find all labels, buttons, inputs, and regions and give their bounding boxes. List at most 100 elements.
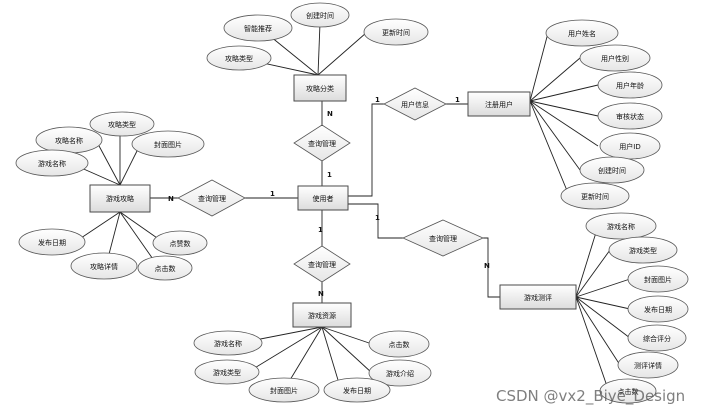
attribute-label: 游戏名称	[38, 159, 66, 168]
attribute-label: 点击数	[389, 340, 410, 349]
attr-guide-game-name[interactable]: 游戏名称	[15, 149, 89, 177]
entity-label: 攻略分类	[306, 84, 334, 93]
relationship-label: 查询管理	[308, 139, 336, 148]
attribute-label: 更新时间	[382, 28, 410, 37]
attr-user-id[interactable]: 用户ID	[599, 132, 661, 160]
relationship-label: 查询管理	[308, 260, 336, 269]
attribute-label: 发布日期	[38, 238, 66, 247]
attr-review-publish-date[interactable]: 发布日期	[627, 295, 689, 323]
attribute-label: 封面图片	[644, 275, 672, 284]
attr-category-updated-time[interactable]: 更新时间	[363, 18, 429, 46]
relationship-query-manage-bottom[interactable]: 查询管理	[293, 245, 351, 283]
entity-game-guide[interactable]: 游戏攻略	[89, 184, 151, 213]
entity-game-resource[interactable]: 游戏资源	[292, 302, 352, 328]
attr-review-details[interactable]: 测评详情	[617, 351, 679, 379]
attribute-label: 综合评分	[643, 334, 671, 343]
attr-resource-game-type[interactable]: 游戏类型	[194, 359, 260, 385]
attr-review-overall-score[interactable]: 综合评分	[627, 324, 687, 352]
attr-review-game-type[interactable]: 游戏类型	[608, 236, 678, 264]
entity-registered-user[interactable]: 注册用户	[467, 91, 531, 117]
cardinality-label: 1	[327, 171, 332, 179]
attribute-label: 攻略类型	[108, 120, 136, 129]
attribute-label: 攻略名称	[55, 136, 83, 145]
attribute-label: 攻略类型	[225, 54, 253, 63]
attr-guide-likes[interactable]: 点赞数	[152, 230, 208, 256]
attr-guide-type[interactable]: 攻略类型	[206, 45, 272, 71]
attribute-label: 用户ID	[619, 142, 640, 151]
attr-resource-game-intro[interactable]: 游戏介绍	[368, 359, 432, 387]
attr-guide-guide-type[interactable]: 攻略类型	[89, 111, 155, 137]
attribute-label: 发布日期	[343, 386, 371, 395]
attribute-label: 智能推荐	[244, 24, 272, 33]
attribute-label: 用户年龄	[616, 81, 644, 90]
entity-label: 注册用户	[485, 100, 513, 109]
attr-review-status[interactable]: 审核状态	[597, 102, 663, 130]
attribute-label: 游戏名称	[214, 339, 242, 348]
attr-user-updated-time[interactable]: 更新时间	[560, 182, 630, 210]
relationship-user-info[interactable]: 用户信息	[383, 87, 447, 121]
edges	[69, 22, 631, 390]
attr-user-age[interactable]: 用户年龄	[597, 71, 663, 99]
cardinality-label: 1	[455, 96, 460, 104]
cardinality-label: 1	[375, 214, 380, 222]
relationship-query-manage-right[interactable]: 查询管理	[402, 219, 484, 257]
attribute-label: 创建时间	[306, 11, 334, 20]
cardinality-label: 1	[318, 226, 323, 234]
attribute-label: 创建时间	[598, 166, 626, 175]
attr-category-created-time[interactable]: 创建时间	[290, 2, 350, 28]
attribute-label: 点赞数	[170, 239, 191, 248]
attribute-label: 点击数	[618, 387, 639, 396]
attribute-label: 审核状态	[616, 112, 644, 121]
attribute-label: 测评详情	[634, 361, 662, 370]
cardinality-label: N	[318, 290, 324, 298]
relationship-label: 查询管理	[429, 234, 457, 243]
attribute-label: 封面图片	[154, 140, 182, 149]
attribute-label: 更新时间	[581, 192, 609, 201]
entity-game-review[interactable]: 游戏测评	[499, 284, 577, 310]
entity-guide-category[interactable]: 攻略分类	[293, 74, 347, 102]
attribute-label: 封面图片	[270, 386, 298, 395]
cardinality-label: N	[327, 110, 333, 118]
entity-label: 使用者	[313, 194, 334, 203]
cardinality-label: N	[168, 195, 174, 203]
cardinality-labels: N 1 N 1 1 N 1 N 1 1	[168, 96, 490, 298]
attr-guide-cover-image[interactable]: 封面图片	[131, 130, 205, 158]
attr-resource-clicks[interactable]: 点击数	[368, 330, 430, 358]
relationship-label: 查询管理	[198, 194, 226, 203]
cardinality-label: 1	[270, 190, 275, 198]
relationship-query-manage-top[interactable]: 查询管理	[293, 124, 351, 162]
attr-review-game-name[interactable]: 游戏名称	[585, 212, 657, 240]
entity-label: 游戏测评	[524, 293, 552, 302]
entity-label: 游戏资源	[308, 311, 336, 320]
attribute-label: 攻略详情	[90, 262, 118, 271]
attribute-label: 游戏介绍	[386, 369, 414, 378]
watermark-text: CSDN @vx2_Biye_Design	[496, 387, 685, 406]
attr-smart-recommend[interactable]: 智能推荐	[223, 14, 293, 42]
attr-user-gender[interactable]: 用户性别	[579, 44, 651, 72]
attribute-label: 游戏名称	[607, 222, 635, 231]
relationship-query-manage-left[interactable]: 查询管理	[177, 179, 246, 217]
relationship-label: 用户信息	[401, 100, 429, 109]
attribute-label: 点击数	[155, 264, 176, 273]
attribute-label: 用户性别	[601, 54, 629, 63]
attr-resource-game-name[interactable]: 游戏名称	[193, 330, 263, 356]
attribute-label: 发布日期	[644, 305, 672, 314]
attr-resource-cover-image[interactable]: 封面图片	[248, 377, 320, 403]
attr-guide-details[interactable]: 攻略详情	[70, 252, 138, 280]
attribute-label: 游戏类型	[213, 368, 241, 377]
cardinality-label: N	[484, 262, 490, 270]
attr-user-created-time[interactable]: 创建时间	[579, 156, 645, 184]
attribute-label: 游戏类型	[629, 246, 657, 255]
attr-guide-name[interactable]: 攻略名称	[35, 126, 103, 154]
entity-user[interactable]: 使用者	[297, 185, 349, 211]
attr-review-clicks[interactable]: 点击数	[599, 378, 657, 404]
attr-guide-publish-date[interactable]: 发布日期	[18, 228, 86, 256]
attr-resource-publish-date[interactable]: 发布日期	[323, 377, 391, 403]
attr-guide-clicks[interactable]: 点击数	[137, 255, 193, 281]
attribute-label: 用户姓名	[568, 29, 596, 38]
attr-review-cover-image[interactable]: 封面图片	[627, 265, 689, 293]
cardinality-label: 1	[375, 96, 380, 104]
entity-label: 游戏攻略	[106, 194, 134, 203]
attr-user-name[interactable]: 用户姓名	[545, 19, 619, 47]
